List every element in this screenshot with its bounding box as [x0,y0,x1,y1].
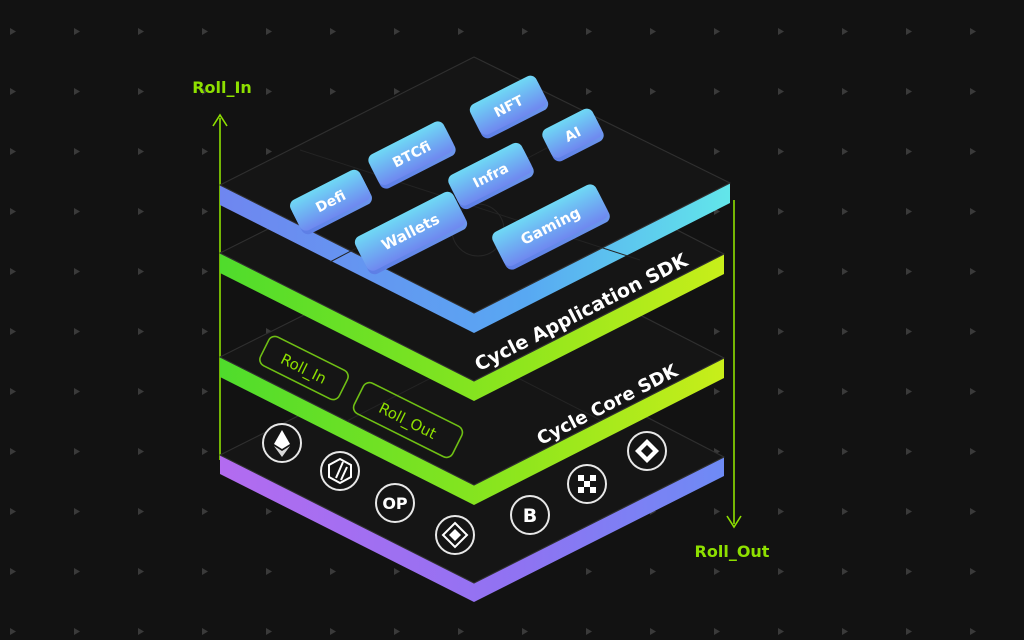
tile-infra: Infra [448,142,534,210]
base-icon-text: B [523,505,537,527]
tile-nft: NFT [469,75,549,139]
roll-in-label: Roll_In [192,78,252,97]
mantle-icon [627,431,667,471]
roll-in-arrow [212,113,228,460]
bnb-icon [435,515,475,555]
optimism-icon: OP [375,483,415,523]
roll-out-arrow [726,200,742,529]
ethereum-icon [262,423,302,463]
tile-ai-label: AI [562,124,584,146]
roll-out-label: Roll_Out [695,542,770,561]
arbitrum-icon [320,451,360,491]
apps-layer: NFT AI BTCfi Infra Defi Wallets [219,56,731,333]
tile-defi: Defi [290,169,372,235]
base-icon: B [510,495,550,535]
tile-ai: AI [542,108,604,162]
tile-btcfi: BTCfi [368,121,456,189]
okx-icon [567,464,607,504]
optimism-icon-text: OP [382,494,408,513]
